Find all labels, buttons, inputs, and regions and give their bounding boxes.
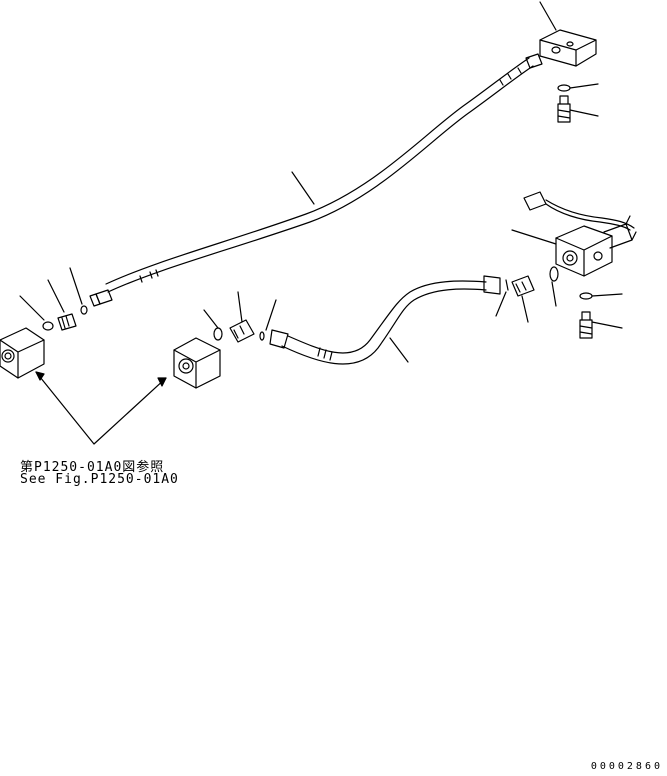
leader-top-block: [539, 1, 557, 31]
top-valve-block: [539, 29, 597, 67]
right-oring-small: [505, 279, 509, 291]
solenoid-valve: [555, 215, 637, 277]
leaders-middle-fittings: [203, 291, 277, 331]
top-washer: [557, 84, 571, 92]
left-block: [0, 327, 45, 379]
middle-block: [173, 337, 221, 389]
middle-oring-2: [259, 331, 265, 341]
right-elbow-fitting: [511, 275, 535, 297]
left-elbow-fitting: [57, 313, 77, 331]
lower-hose-end-right: [483, 275, 501, 295]
leader-top-washer: [569, 83, 599, 89]
top-bolt: [557, 95, 571, 123]
lower-hose: [269, 275, 501, 365]
leaders-left-fittings: [19, 267, 83, 321]
reference-arrows: [35, 371, 167, 445]
right-oring: [549, 266, 559, 282]
left-oring-2: [80, 305, 88, 315]
lower-washer: [579, 292, 593, 300]
lower-bolt: [579, 311, 593, 339]
reference-note-japanese: 第P1250-01A0図参照: [20, 460, 165, 475]
document-number: 00002860: [590, 761, 663, 772]
upper-hose: [89, 53, 543, 307]
leader-lower-bolt: [591, 321, 623, 329]
connector: [523, 191, 635, 231]
leader-top-bolt: [569, 109, 599, 117]
lower-hose-end-left: [269, 329, 289, 349]
leader-upper-hose: [291, 171, 315, 205]
reference-note-english: See Fig.P1250-01A0: [20, 472, 179, 487]
upper-hose-end-right: [525, 53, 543, 69]
leaders-right-fittings: [495, 281, 557, 323]
leader-solenoid: [511, 229, 557, 245]
left-oring-1: [42, 321, 54, 331]
leader-lower-washer: [591, 293, 623, 297]
middle-oring-1: [213, 327, 223, 341]
upper-hose-end-left: [95, 289, 113, 305]
leader-lower-hose: [389, 337, 409, 363]
middle-elbow-fitting: [229, 319, 255, 343]
